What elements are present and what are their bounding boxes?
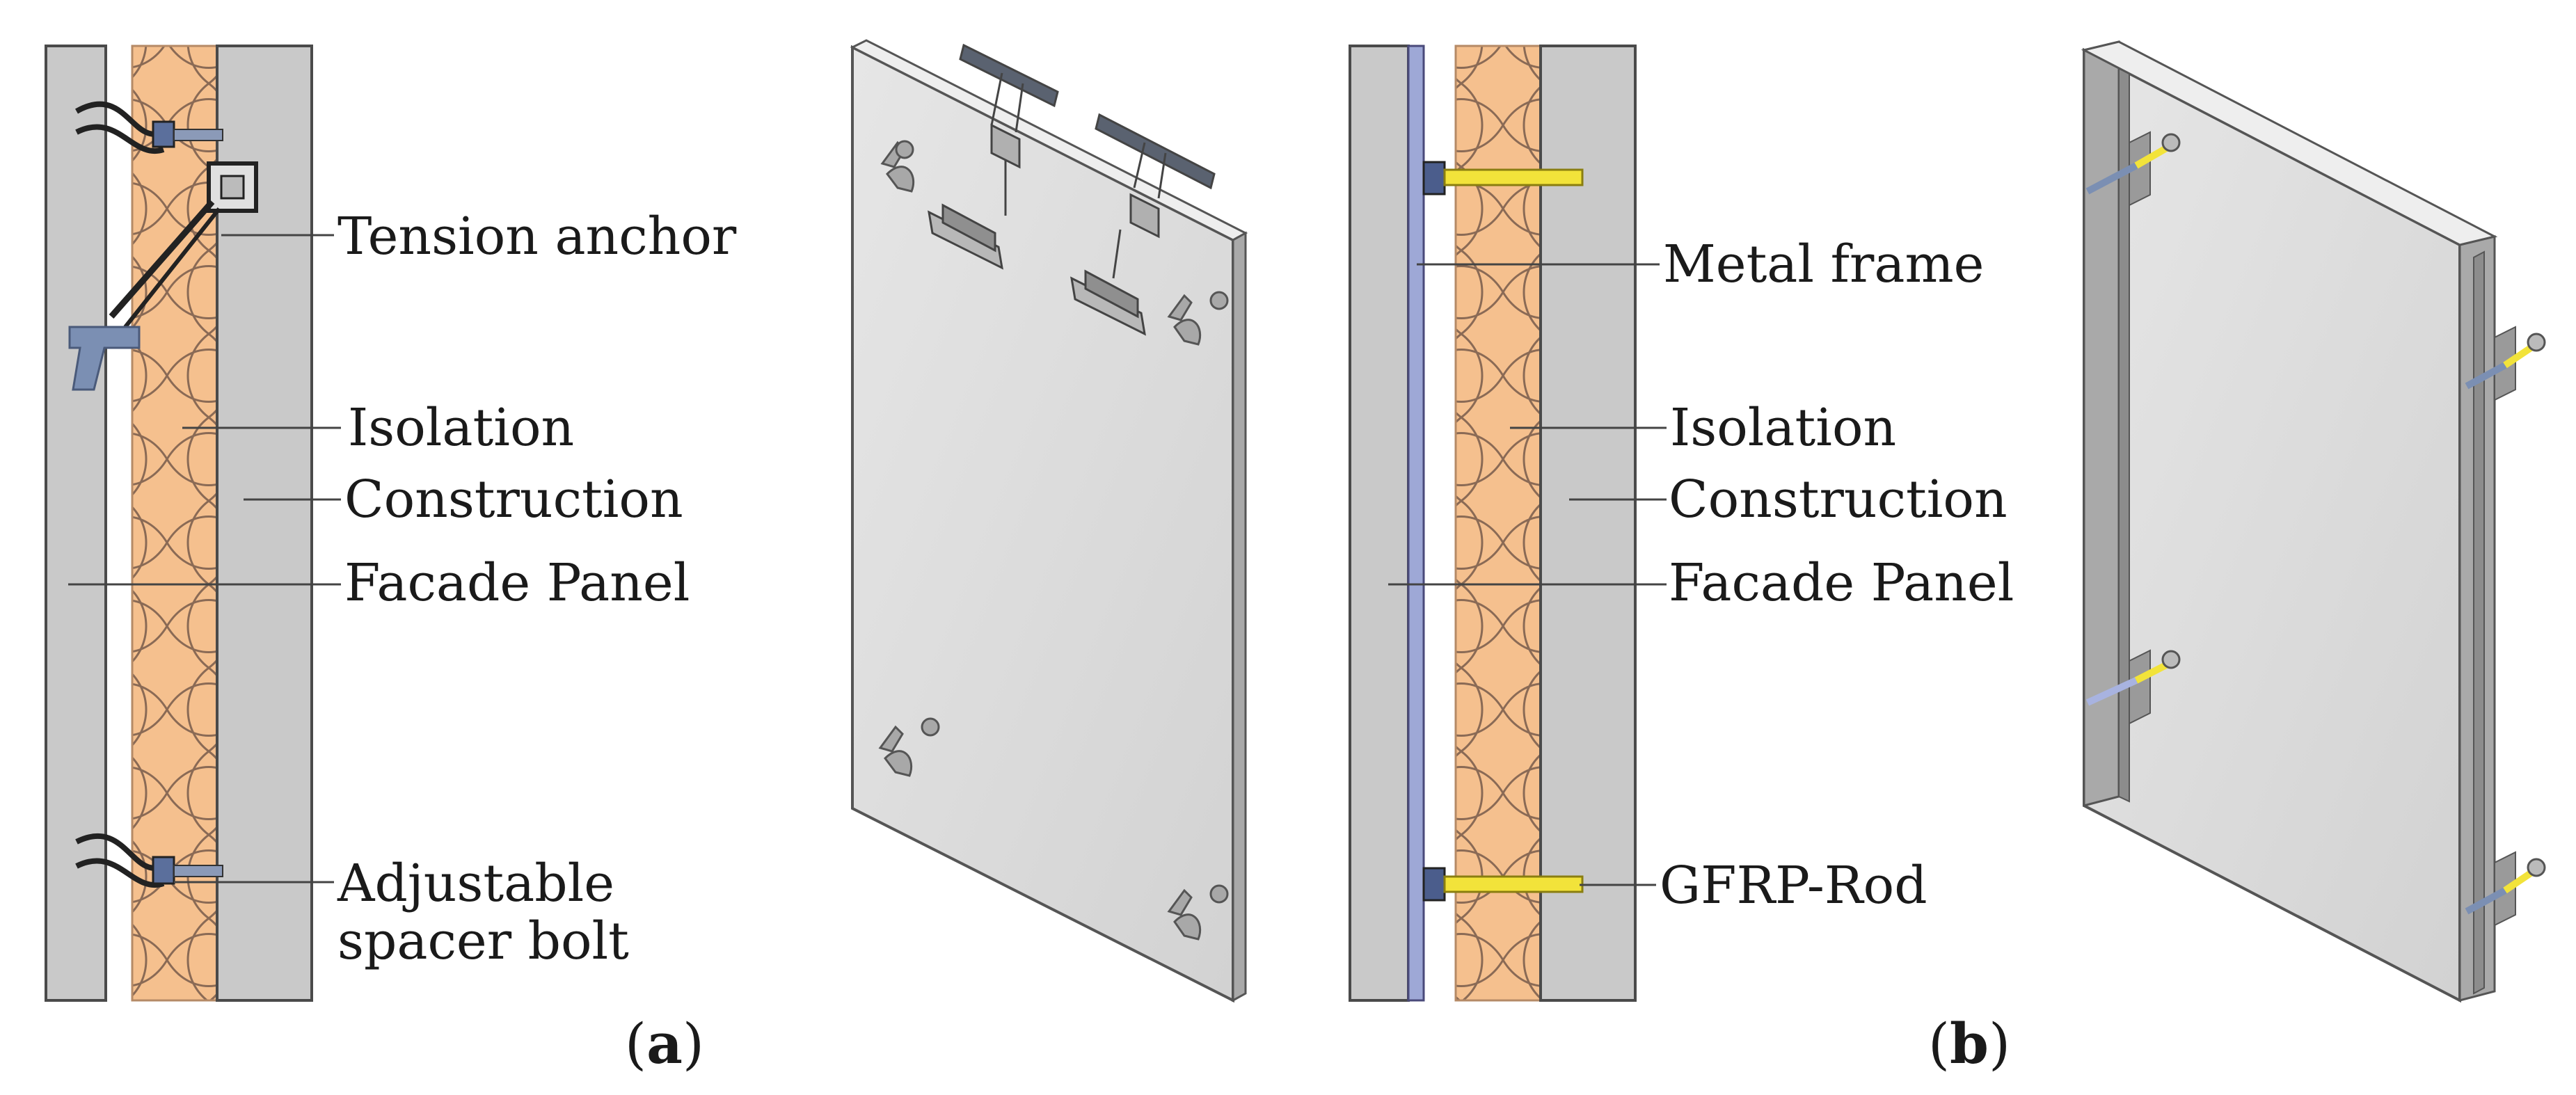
tension-anchor: [68, 101, 258, 391]
label-spacer-line1: Adjustable: [337, 854, 614, 913]
frame-rod-right-lower: [2465, 851, 2546, 927]
insulation-a: [131, 45, 218, 1002]
label-spacer-line2: spacer bolt: [337, 911, 629, 971]
panel-anchor-top-left: [928, 43, 1059, 270]
section-b: Metal frame Isolation Construction Facad…: [1349, 45, 2014, 1002]
caption-b: (b): [1928, 1011, 2010, 1076]
gfrp-rod-top: [1422, 161, 1584, 195]
label-facade-panel-a: Facade Panel: [344, 553, 690, 613]
frame-rod-left-lower: [2085, 649, 2181, 725]
label-gfrp-rod: GFRP-Rod: [1660, 856, 1927, 916]
panel-clip-right-lower: [1167, 884, 1229, 941]
label-construction-b: Construction: [1669, 470, 2007, 529]
adjustable-spacer-bolt: [75, 833, 223, 888]
label-isolation-a: Isolation: [348, 398, 574, 458]
isometric-panel-b: [2081, 40, 2546, 1003]
caption-a: (a): [625, 1011, 704, 1076]
section-a: Tension anchor Isolation Construction Fa…: [45, 45, 737, 1002]
panel-clip-left-lower: [878, 717, 940, 777]
label-tension-anchor: Tension anchor: [337, 207, 737, 266]
panel-clip-left-upper: [880, 140, 915, 193]
construction-wall-b: [1539, 45, 1637, 1002]
facade-panel-b: [1349, 45, 1410, 1002]
facade-panel-a: [45, 45, 107, 1002]
panel-clip-right-upper: [1167, 291, 1229, 346]
insulation-b: [1454, 45, 1542, 1002]
label-isolation-b: Isolation: [1670, 398, 1896, 458]
label-construction-a: Construction: [344, 470, 683, 529]
label-metal-frame: Metal frame: [1663, 234, 1984, 294]
isometric-panel-a: [850, 39, 1248, 1003]
frame-rod-left-upper: [2085, 131, 2181, 207]
frame-rod-right-upper: [2465, 326, 2546, 401]
label-facade-panel-b: Facade Panel: [1669, 553, 2014, 613]
metal-frame-strip: [1407, 45, 1425, 1002]
panel-anchor-top-right: [1070, 113, 1216, 336]
